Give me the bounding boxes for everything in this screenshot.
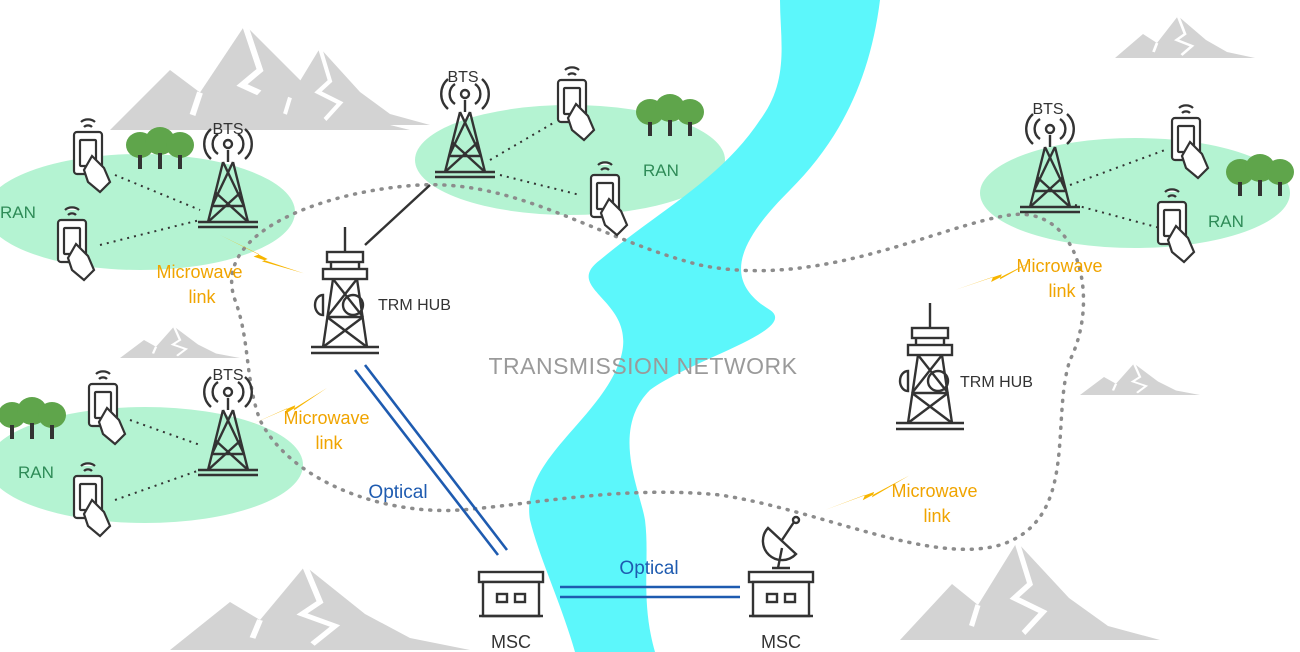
ran-label: RAN (643, 161, 679, 180)
transmission-network-ring (230, 183, 1086, 552)
microwave-link-label: Microwave link (156, 262, 247, 307)
ran-label: RAN (18, 463, 54, 482)
msc-building-icon (477, 570, 545, 618)
ran-zone-top-left (0, 154, 295, 270)
backhaul-link (364, 184, 431, 246)
transmission-network-label: TRANSMISSION NETWORK (488, 353, 797, 379)
river (529, 0, 880, 652)
trm-hub-tower-icon (309, 225, 381, 355)
microwave-link-label: Microwave link (283, 408, 374, 453)
bts-label: BTS (212, 367, 243, 384)
ran-label: RAN (0, 203, 36, 222)
optical-label: Optical (619, 558, 678, 579)
satellite-dish-icon (761, 515, 801, 570)
optical-label: Optical (368, 482, 427, 503)
radio-links (99, 121, 1166, 501)
msc-building-icon (747, 570, 815, 618)
bts-label: BTS (212, 121, 243, 138)
trm-hub-tower-icon (894, 301, 966, 431)
microwave-link-label: Microwave link (1016, 256, 1107, 301)
ran-label: RAN (1208, 212, 1244, 231)
bts-label: BTS (1032, 101, 1063, 118)
trm-hub-label: TRM HUB (378, 297, 451, 314)
bts-label: BTS (447, 69, 478, 86)
microwave-link-label: Microwave link (891, 481, 982, 526)
msc-label: MSC (491, 632, 531, 652)
ran-zone-top-center (415, 105, 725, 215)
msc-label: MSC (761, 632, 801, 652)
optical-links (353, 364, 740, 599)
ran-zone-top-right (980, 138, 1290, 248)
trm-hub-label: TRM HUB (960, 374, 1033, 391)
